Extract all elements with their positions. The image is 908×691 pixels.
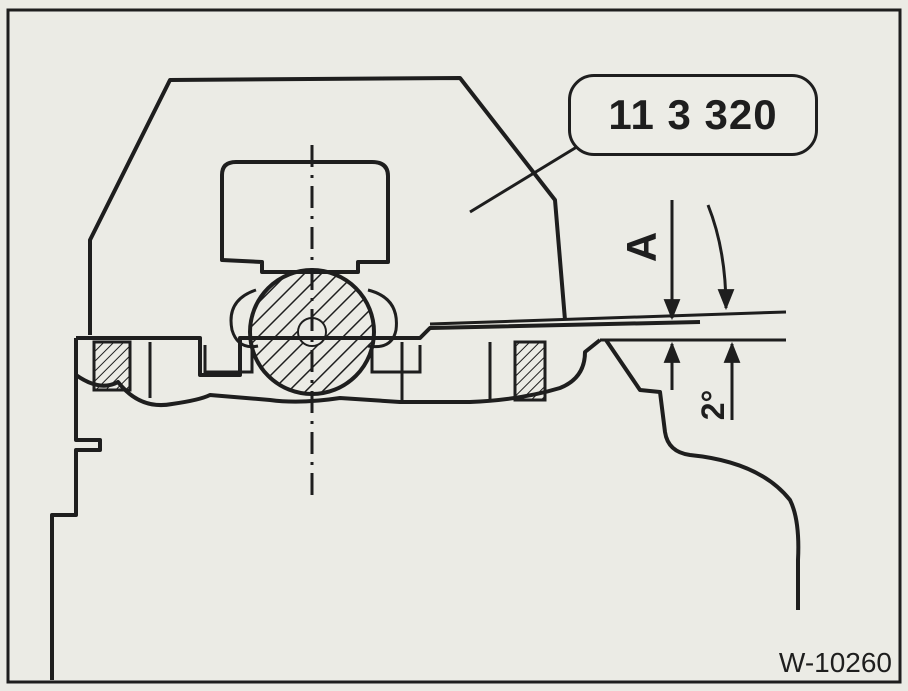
tool-inner-cutout xyxy=(220,160,390,274)
figure-frame xyxy=(6,8,902,684)
angle-label: 2° xyxy=(694,389,731,421)
dimension-a-label: A xyxy=(618,231,665,263)
housing-top-line xyxy=(76,320,701,377)
tool-body xyxy=(88,76,567,335)
slot-left xyxy=(203,345,254,374)
casting-right-outline xyxy=(604,338,801,610)
angle-arc-arrow xyxy=(706,204,735,311)
tool-number-callout: 11 3 320 xyxy=(568,74,818,156)
slot-right xyxy=(370,345,422,374)
reference-line-upper xyxy=(429,310,787,326)
figure-id: W-10260 xyxy=(778,647,892,678)
ball-right-lobe xyxy=(367,288,398,349)
left-bore-hatch xyxy=(92,340,132,392)
right-bore-hatch xyxy=(513,340,547,402)
tool-number: 11 3 320 xyxy=(608,91,778,138)
tool-label-leader xyxy=(469,143,581,214)
casting-left-outline xyxy=(50,375,102,680)
ball-left-lobe xyxy=(229,288,259,349)
